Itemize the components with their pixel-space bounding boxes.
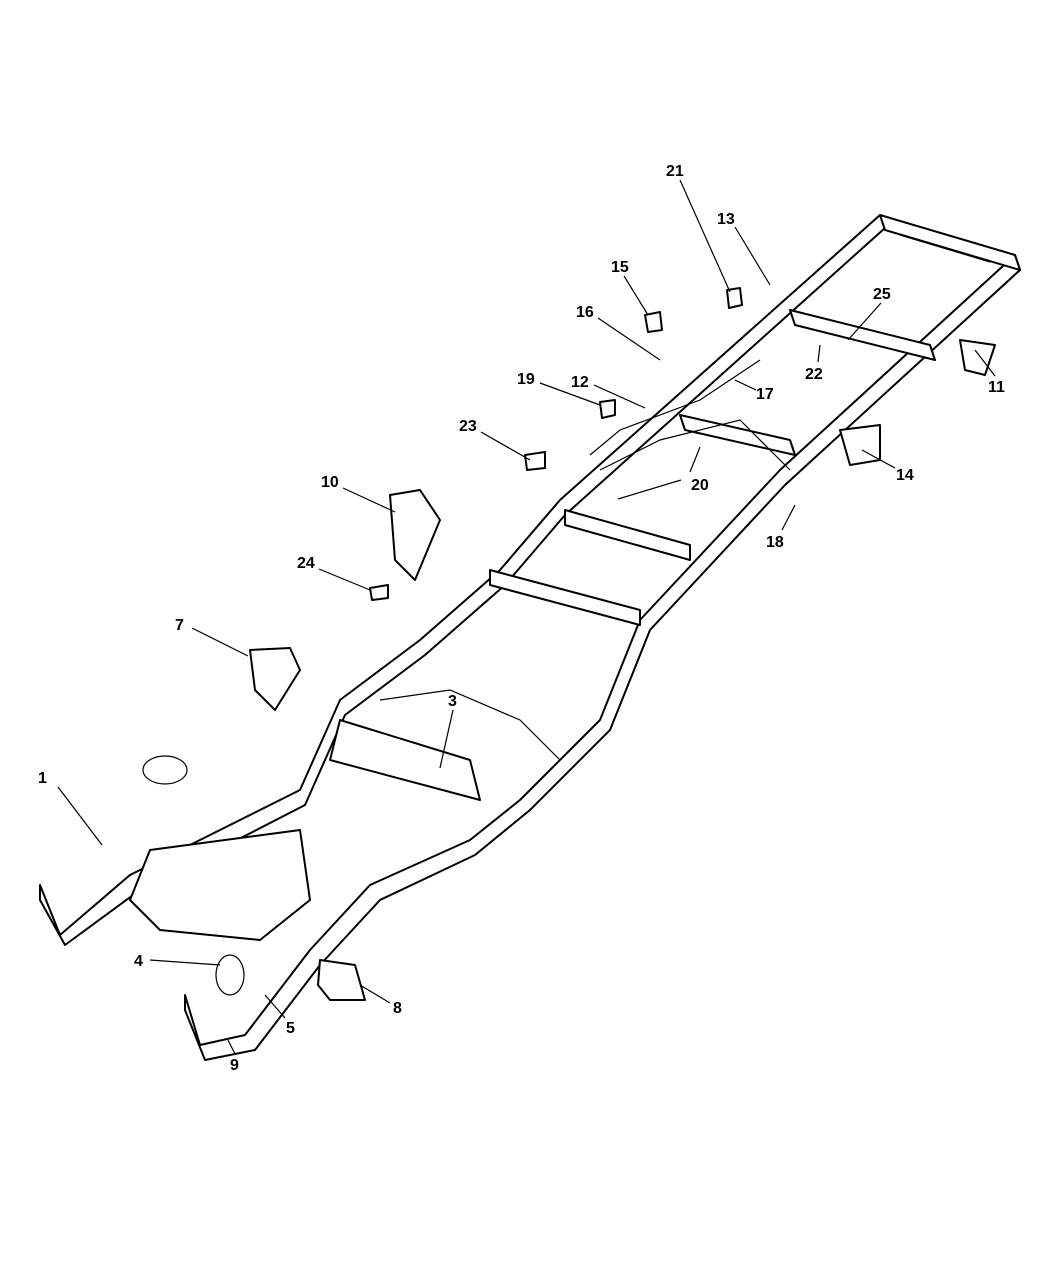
callout-labels: 1 3 4 5 7 8 9 10 11 12 13 14 15 16 17 18…	[38, 163, 1005, 1074]
callout-9: 9	[230, 1057, 239, 1074]
callout-11: 11	[988, 379, 1005, 396]
callout-3: 3	[448, 693, 457, 710]
callout-12: 12	[571, 374, 589, 391]
callout-8: 8	[393, 1000, 402, 1017]
part-11	[959, 339, 996, 376]
part-7	[249, 647, 301, 711]
callout-5: 5	[286, 1020, 295, 1037]
callout-10: 10	[321, 474, 339, 491]
callout-15: 15	[611, 259, 629, 276]
part-10	[389, 489, 441, 581]
callout-7: 7	[175, 617, 184, 634]
callout-19: 19	[517, 371, 535, 388]
part-14	[839, 424, 881, 466]
callout-17: 17	[756, 386, 774, 403]
callout-4: 4	[134, 953, 143, 970]
callout-13: 13	[717, 211, 735, 228]
callout-21: 21	[666, 163, 684, 180]
vehicle-frame	[39, 214, 1021, 1061]
callout-16: 16	[576, 304, 594, 321]
callout-22: 22	[805, 366, 823, 383]
callout-20: 20	[691, 477, 709, 494]
callout-25: 25	[873, 286, 891, 303]
callout-1: 1	[38, 770, 47, 787]
callout-23: 23	[459, 418, 477, 435]
callout-18: 18	[766, 534, 784, 551]
part-8	[317, 959, 366, 1001]
callout-14: 14	[896, 467, 914, 484]
callout-24: 24	[297, 555, 315, 572]
callout-leaders	[57, 179, 996, 1055]
